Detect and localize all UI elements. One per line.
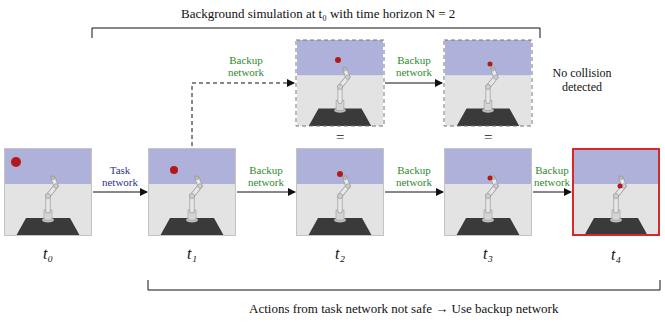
edge-label: Backup network	[386, 164, 442, 188]
edge-label: Backup network	[386, 54, 442, 78]
arrow	[93, 192, 147, 193]
scene-panel: t₀	[4, 148, 92, 236]
time-step-label: t₁	[149, 245, 235, 263]
bracket-caption: Actions from task network not safe → Use…	[249, 301, 558, 316]
arrow	[533, 192, 571, 193]
note: No collision detected	[540, 66, 624, 94]
scene-panel: t₄	[572, 148, 660, 236]
arrow	[237, 192, 295, 193]
edge-label: Backup network	[218, 54, 274, 78]
scene-panel: t₂	[296, 148, 384, 236]
edge-label: Backup network	[534, 164, 570, 188]
time-step-label: t₄	[574, 246, 658, 264]
time-step-label: t₂	[297, 245, 383, 263]
edge-label: Backup network	[238, 164, 294, 188]
scene-panel: t₁	[148, 148, 236, 236]
time-step-label: t₀	[5, 245, 91, 263]
equals-sign: =	[336, 129, 344, 146]
arrow	[385, 192, 443, 193]
edge-label: Task network	[94, 164, 146, 188]
equals-sign: =	[484, 129, 492, 146]
bracket-caption: Background simulation at t₀ with time ho…	[181, 6, 455, 21]
scene-panel: t₃	[444, 148, 532, 236]
time-step-label: t₃	[445, 245, 531, 263]
